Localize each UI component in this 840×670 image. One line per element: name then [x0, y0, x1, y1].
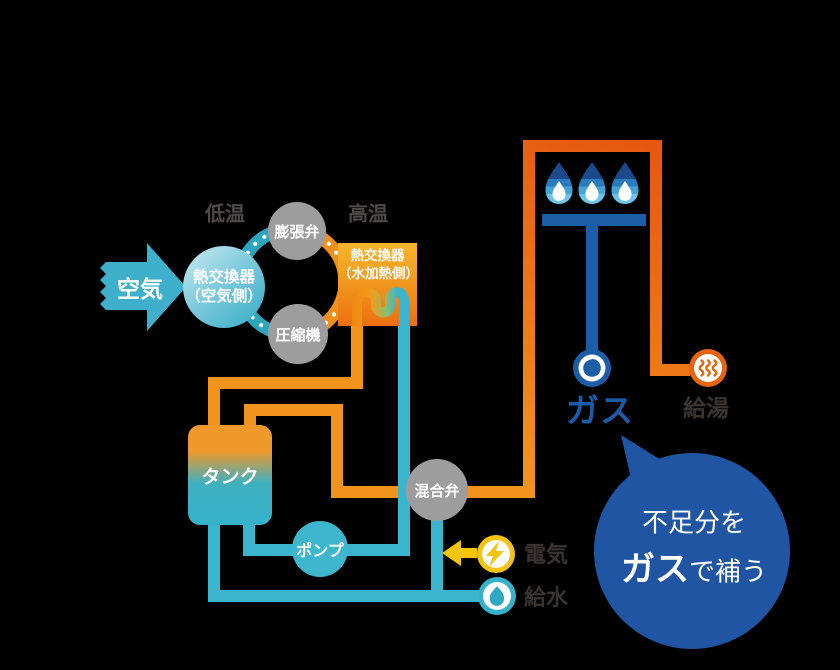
air-arrow-icon: [100, 243, 186, 331]
speech-bubble: [594, 435, 790, 649]
hx-water-label-line1: 熱交換器: [350, 248, 405, 264]
water-drop-icon: [478, 577, 516, 615]
pipe-cold-water: [208, 518, 479, 602]
compressor-label: 圧縮機: [275, 325, 321, 344]
bubble-line1: 不足分を: [641, 508, 747, 539]
gas-flame-icon: [573, 349, 611, 387]
mixing-valve-node: 混合弁: [406, 459, 468, 521]
tank-node: タンク: [188, 425, 272, 525]
gas-burner-icon: [542, 214, 646, 356]
air-label: 空気: [117, 277, 163, 303]
expansion-valve-label: 膨張弁: [274, 222, 320, 241]
pump-node: ポンプ: [292, 521, 348, 577]
heat-exchanger-water-side-node: 熱交換器 （水加熱側）: [338, 243, 419, 326]
pipe-tank-to-mixing-valve: [244, 404, 535, 498]
pump-label: ポンプ: [296, 541, 344, 560]
lightning-icon: [477, 535, 515, 573]
pipe-gas-burner-loop: [523, 140, 690, 498]
left-arrow-icon: [442, 540, 477, 566]
low-temp-label: 低温: [205, 201, 245, 226]
expansion-valve-node: 膨張弁: [268, 202, 326, 260]
gas-label: ガス: [566, 391, 634, 430]
hx-water-label-line2: （水加熱側）: [338, 265, 419, 282]
speech-bubble-text: 不足分を ガスで補う: [621, 504, 767, 597]
heat-exchanger-coil-icon: [352, 287, 409, 326]
heat-exchanger-air-side-node: 熱交換器 （空気側）: [183, 246, 265, 328]
bubble-line2: ガスで補う: [621, 544, 767, 597]
pipe-hot-to-tank: [208, 315, 363, 432]
high-temp-label: 高温: [348, 201, 388, 226]
tank-label: タンク: [201, 465, 259, 488]
mixing-valve-label: 混合弁: [414, 481, 460, 500]
compressor-node: 圧縮機: [268, 304, 328, 364]
water-supply-label: 給水: [523, 586, 569, 611]
hot-spring-icon: [689, 349, 727, 387]
bubble-line2-rest: で補う: [688, 557, 768, 588]
gas-burner-flames-icon: [545, 162, 639, 204]
electricity-label: 電気: [523, 543, 569, 568]
hx-air-label-line1: 熱交換器: [192, 267, 255, 286]
hot-water-label: 給湯: [683, 396, 729, 422]
bubble-line2-emphasis: ガス: [620, 549, 689, 590]
hx-air-label-line2: （空気側）: [185, 287, 263, 305]
